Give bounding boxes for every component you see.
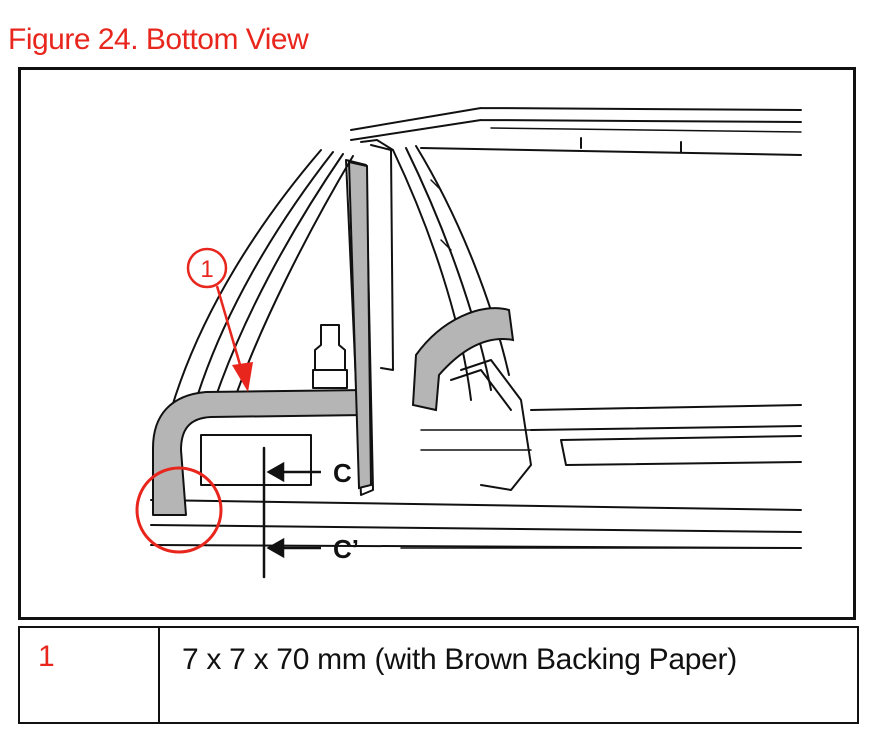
legend-table: 1 7 x 7 x 70 mm (with Brown Backing Pape… <box>18 626 859 724</box>
outer-arch-3 <box>212 153 344 406</box>
tray-outline <box>150 499 802 549</box>
legend-number: 1 <box>20 628 160 722</box>
upper-rail-lower-edge <box>420 137 802 156</box>
outer-arch-1 <box>170 149 322 411</box>
tape-part <box>152 389 367 516</box>
figure-title: Figure 24. Bottom View <box>8 23 309 56</box>
bottom-view-diagram: C C’ 1 <box>135 107 802 579</box>
callout-number: 1 <box>200 256 213 283</box>
pillar-strip <box>347 160 373 490</box>
legend-description: 7 x 7 x 70 mm (with Brown Backing Paper) <box>182 643 737 676</box>
outer-arch-2 <box>192 151 334 411</box>
inner-curve-2 <box>405 147 492 391</box>
outer-arch-4 <box>235 155 354 396</box>
figure-frame: C C’ 1 <box>18 67 856 620</box>
upper-rail <box>350 107 802 141</box>
callout-circle <box>186 247 228 289</box>
right-channel <box>530 404 802 466</box>
pillar-right <box>370 144 394 371</box>
section-label-top: C <box>333 458 352 488</box>
highlight-circle <box>135 466 223 554</box>
inner-curve-3 <box>415 145 510 376</box>
callout-arrowhead <box>232 362 253 392</box>
clip-part <box>411 307 515 412</box>
bolt <box>314 324 346 371</box>
callout-leader <box>215 285 245 376</box>
section-label-bottom: C’ <box>333 534 359 564</box>
